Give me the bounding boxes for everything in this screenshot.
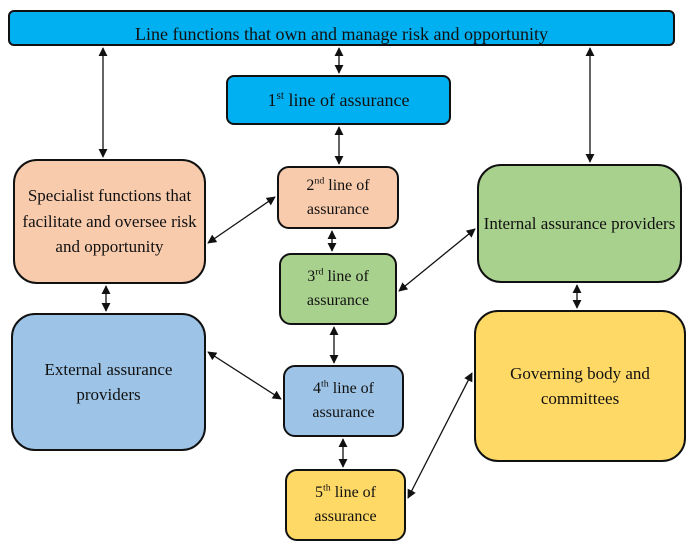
external-assurance-label: External assurance providers (44, 359, 173, 405)
second-line-box: 2nd line of assurance (277, 166, 399, 229)
internal-assurance-box: Internal assurance providers (477, 164, 682, 283)
governing-body-box: Governing body and committees (474, 310, 686, 462)
first-line-label: 1st line of assurance (267, 89, 410, 110)
fourth-line-label: 4th line of assurance (312, 378, 375, 421)
top-bar-line-functions: Line functions that own and manage risk … (8, 10, 675, 46)
arrow-third-line-to-internal (398, 228, 476, 292)
top-bar-label: Line functions that own and manage risk … (135, 24, 548, 44)
specialist-functions-box: Specialist functions that facilitate and… (13, 159, 206, 284)
fifth-line-label: 5th line of assurance (314, 482, 377, 525)
third-line-box: 3rd line of assurance (279, 253, 397, 325)
third-line-label: 3rd line of assurance (306, 266, 370, 309)
arrow-second-line-to-specialist (207, 196, 276, 244)
second-line-label: 2nd line of assurance (306, 175, 370, 218)
governing-body-label: Governing body and committees (510, 363, 650, 409)
internal-assurance-label: Internal assurance providers (483, 213, 676, 233)
arrow-external-to-fourth-line (207, 351, 282, 400)
fourth-line-box: 4th line of assurance (283, 365, 404, 437)
arrow-fifth-line-to-governing (407, 372, 473, 499)
fifth-line-box: 5th line of assurance (285, 469, 406, 541)
first-line-box: 1st line of assurance (226, 75, 451, 125)
specialist-functions-label: Specialist functions that facilitate and… (22, 186, 197, 257)
external-assurance-box: External assurance providers (11, 313, 206, 451)
